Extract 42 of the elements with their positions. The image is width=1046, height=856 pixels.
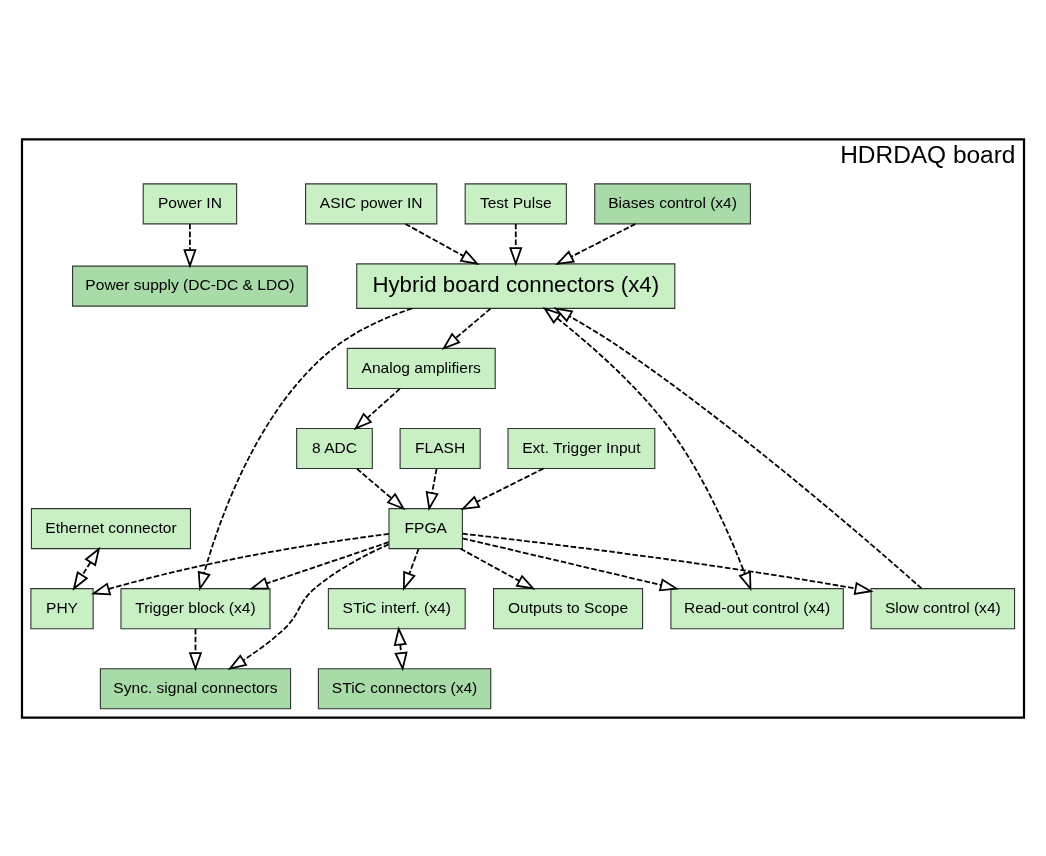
node-box: Sync. signal connectors <box>99 667 292 709</box>
arrow <box>353 387 401 430</box>
node-box: Biases control (x4) <box>594 182 751 224</box>
node-box: FPGA <box>388 507 463 549</box>
arrow <box>461 532 874 595</box>
arrow <box>249 540 390 590</box>
arrow <box>554 222 637 265</box>
node-box: Slow control (x4) <box>870 587 1016 629</box>
node-box: Read-out control (x4) <box>670 587 844 629</box>
arrow <box>542 306 752 591</box>
node-box: Ext. Trigger Input <box>507 427 656 469</box>
arrow <box>553 306 923 589</box>
node-box: Hybrid board connectors (x4) <box>356 262 676 309</box>
node-box: STiC interf. (x4) <box>327 587 466 629</box>
arrow <box>197 307 413 591</box>
node-box: Analog amplifiers <box>346 347 496 389</box>
arrow <box>460 467 545 510</box>
node-box: 8 ADC <box>296 427 373 469</box>
arrow <box>402 547 420 591</box>
arrow <box>425 467 439 511</box>
node-box: Power supply (DC-DC & LDO) <box>72 265 308 307</box>
node-box: Test Pulse <box>464 182 567 224</box>
node-box: STiC connectors (x4) <box>317 667 492 709</box>
arrow <box>459 547 536 590</box>
arrow <box>404 222 480 265</box>
node-box: Trigger block (x4) <box>120 587 271 629</box>
arrow <box>509 222 523 266</box>
arrow <box>227 543 390 670</box>
node-box: FLASH <box>399 427 481 469</box>
arrow <box>72 546 101 591</box>
arrow <box>461 536 680 591</box>
arrow <box>91 532 390 595</box>
arrow <box>356 467 406 510</box>
node-box: ASIC power IN <box>305 182 438 224</box>
arrow <box>441 307 492 350</box>
node-box: Outputs to Scope <box>492 587 644 629</box>
arrow <box>188 627 203 671</box>
arrow <box>183 222 197 268</box>
arrow <box>393 625 408 671</box>
node-box: Power IN <box>142 182 238 224</box>
node-box: Ethernet connector <box>30 507 192 549</box>
node-box: PHY <box>30 587 94 629</box>
